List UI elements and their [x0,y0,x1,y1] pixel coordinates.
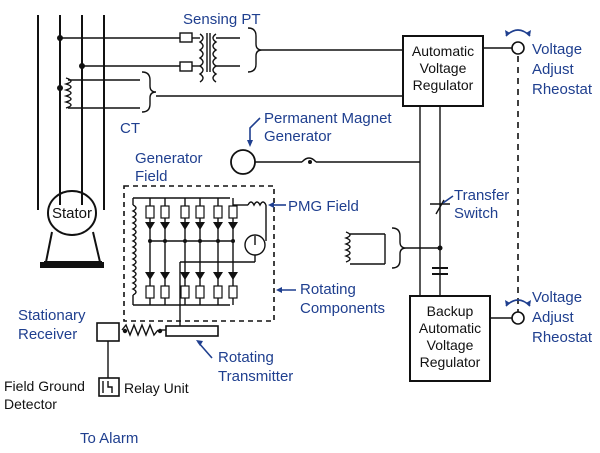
stationary-receiver [96,322,120,342]
avr-label-2: Voltage [420,60,467,76]
pmg-output-coil [344,227,440,269]
avr-label-1: Automatic [412,43,474,59]
relay-unit-label: Relay Unit [124,380,189,396]
va-bot-label-1: Voltage [532,289,582,306]
sensing-pt-label: Sensing PT [183,11,261,28]
rotating-label-2: Components [300,300,385,317]
backup-label-3: Voltage [427,337,474,353]
rot-trans-label-1: Rotating [218,349,274,366]
backup-voltage-regulator [409,295,491,382]
avr-label-3: Regulator [413,77,474,93]
rotating-rectifier [145,198,267,326]
current-transformer [63,71,157,113]
automatic-voltage-regulator [402,35,484,107]
va-top-label-2: Adjust [532,61,575,78]
ct-label: CT [120,120,140,137]
field-ground-label-1: Field Ground [4,378,85,394]
pmg-field-label: PMG Field [288,198,359,215]
rotating-components-box [123,185,275,322]
rheostat-top-icon[interactable] [511,41,525,55]
stator-label: Stator [52,205,92,222]
stator-circle [47,190,97,236]
transfer-label-1: Transfer [454,187,509,204]
stationary-label-1: Stationary [18,307,86,324]
backup-label-1: Backup [427,303,474,319]
gen-field-label-2: Field [135,168,168,185]
va-top-label-3: Rheostat [532,81,593,98]
va-bot-label-2: Adjust [532,309,575,326]
rotating-transmitter [165,325,219,337]
transfer-label-2: Switch [454,205,498,222]
to-alarm-label: To Alarm [80,430,138,447]
va-bot-label-3: Rheostat [532,329,593,346]
pmg-icon [230,149,256,175]
rot-trans-label-2: Transmitter [218,368,293,385]
stator-machine [37,15,105,268]
rotating-label-1: Rotating [300,281,356,298]
pmg-label-2: Generator [264,128,332,145]
sensing-pt [60,27,263,83]
rheostat-bottom-icon[interactable] [511,311,525,325]
gen-field-label-1: Generator [135,150,203,167]
pmg-label-1: Permanent Magnet [264,110,392,127]
backup-label-4: Regulator [420,354,481,370]
field-ground-label-2: Detector [4,396,57,412]
va-top-label-1: Voltage [532,41,582,58]
backup-label-2: Automatic [419,320,481,336]
stationary-label-2: Receiver [18,326,77,343]
